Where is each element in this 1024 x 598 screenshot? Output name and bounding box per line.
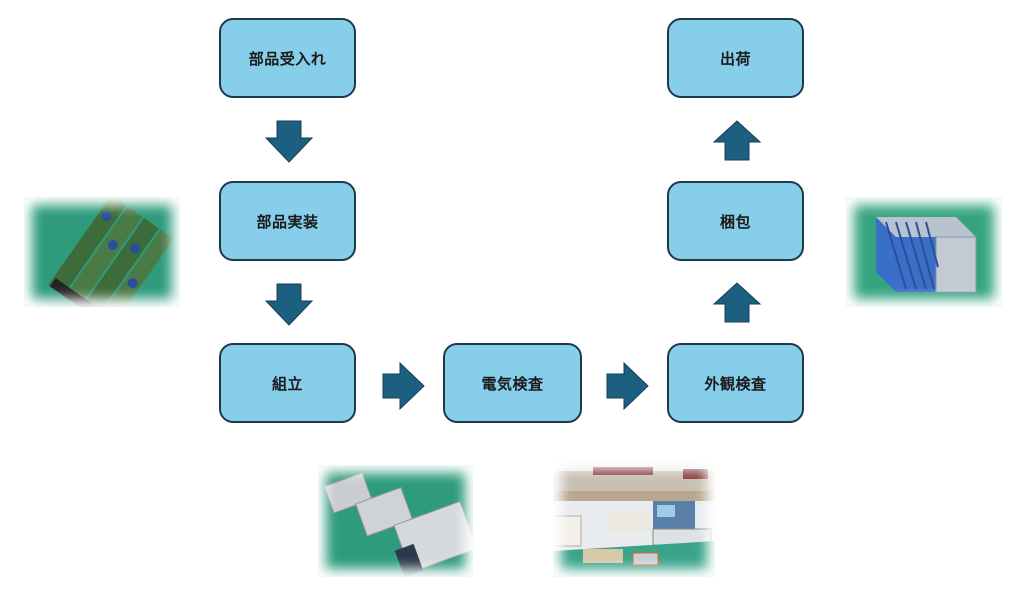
step-visual-inspection: 外観検査 bbox=[667, 343, 804, 423]
photo-packed-units bbox=[846, 197, 1002, 307]
photo-inspection-bench bbox=[553, 461, 715, 577]
arrow-up-icon bbox=[712, 120, 762, 161]
step-electrical-inspection: 電気検査 bbox=[443, 343, 582, 423]
photo-mounted-boards bbox=[24, 197, 180, 307]
step-packing: 梱包 bbox=[667, 181, 804, 261]
arrow-right-icon bbox=[382, 361, 425, 411]
step-assembly: 組立 bbox=[219, 343, 356, 423]
step-parts-mounting: 部品実装 bbox=[219, 181, 356, 261]
step-shipping: 出荷 bbox=[667, 18, 804, 98]
step-label: 外観検査 bbox=[704, 374, 767, 393]
step-label: 部品受入れ bbox=[248, 49, 327, 68]
arrow-up-icon bbox=[712, 282, 762, 323]
arrow-right-icon bbox=[606, 361, 649, 411]
arrow-down-icon bbox=[264, 283, 314, 326]
photo-assembled-units bbox=[318, 465, 473, 577]
step-label: 梱包 bbox=[719, 212, 751, 231]
step-label: 出荷 bbox=[719, 49, 751, 68]
step-parts-receiving: 部品受入れ bbox=[219, 18, 356, 98]
step-label: 部品実装 bbox=[256, 212, 319, 231]
step-label: 組立 bbox=[271, 374, 303, 393]
step-label: 電気検査 bbox=[481, 374, 544, 393]
arrow-down-icon bbox=[264, 120, 314, 163]
